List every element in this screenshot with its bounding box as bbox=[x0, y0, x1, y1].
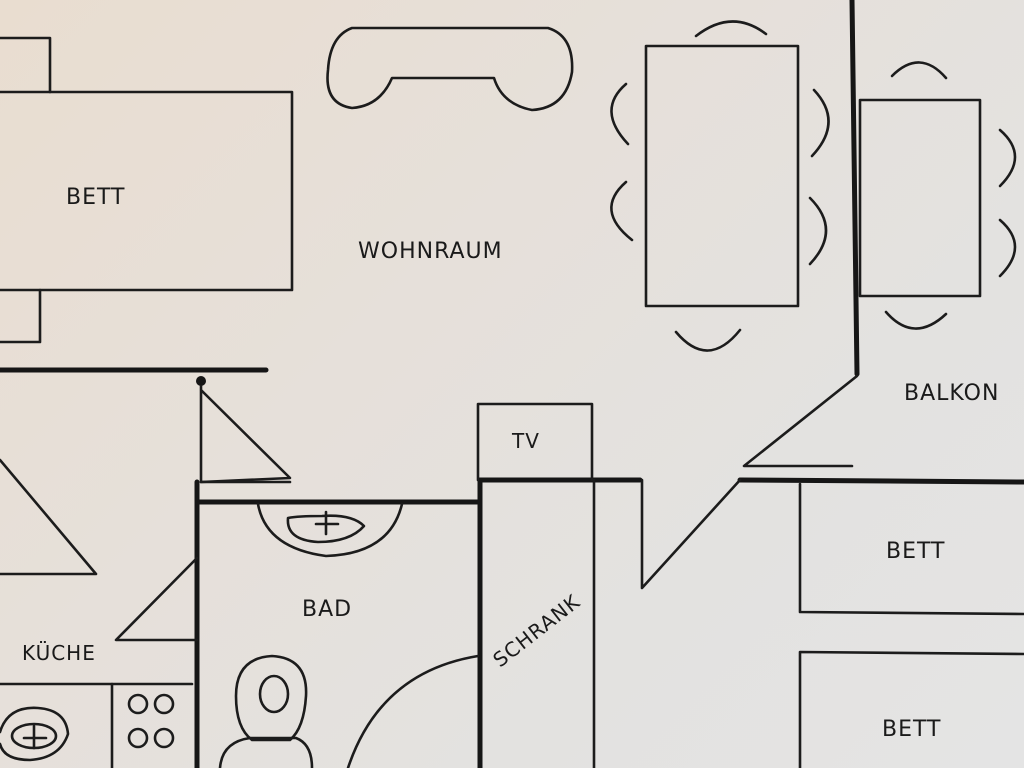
balcony-door-swing bbox=[742, 374, 859, 468]
wall-bedroom-top-right bbox=[737, 477, 1024, 485]
bed-left-headboard-top bbox=[0, 36, 52, 94]
room-labels: BETT WOHNRAUM BALKON TV BAD KÜCHE SCHRAN… bbox=[22, 185, 999, 742]
toilet-tank bbox=[218, 736, 314, 768]
balcony-chair-right-1 bbox=[998, 128, 1017, 188]
chair-bottom bbox=[674, 328, 742, 352]
toilet-seat bbox=[258, 674, 290, 714]
chair-left-2 bbox=[610, 180, 634, 242]
wall-post bbox=[196, 376, 206, 386]
bed-right-top bbox=[798, 482, 1024, 616]
stove-burner-1 bbox=[127, 693, 149, 715]
kitchen-door-swing bbox=[114, 556, 199, 642]
label-balkon: BALKON bbox=[904, 381, 999, 406]
chair-right-2 bbox=[808, 196, 828, 266]
sink-bowl bbox=[286, 514, 366, 544]
bed-left-headboard-bottom bbox=[0, 288, 42, 344]
balcony-table bbox=[858, 61, 1017, 330]
label-tv: TV bbox=[511, 429, 540, 453]
left-door-swing bbox=[0, 458, 98, 576]
balcony-table-top bbox=[858, 98, 982, 298]
bedroom-door-swing bbox=[640, 478, 742, 590]
bed-left-frame bbox=[0, 90, 294, 292]
balcony-chair-bottom bbox=[884, 310, 948, 330]
balcony-chair-top bbox=[890, 61, 948, 80]
bed-left bbox=[0, 36, 294, 344]
chair-left-1 bbox=[610, 82, 630, 146]
stove-burner-3 bbox=[127, 727, 149, 749]
tv-cabinet bbox=[476, 402, 594, 482]
tv-box bbox=[476, 402, 594, 482]
kitchen-sink-outer bbox=[0, 706, 70, 762]
chair-top bbox=[694, 20, 768, 38]
toilet-bowl bbox=[234, 654, 308, 742]
stove-burner-2 bbox=[153, 693, 175, 715]
label-bett-left: BETT bbox=[66, 185, 125, 210]
wall-balcony bbox=[849, 0, 860, 377]
sofa bbox=[326, 26, 574, 112]
toilet bbox=[218, 654, 314, 768]
bath-door-swing bbox=[199, 384, 292, 484]
dining-table bbox=[644, 44, 800, 308]
label-wohnraum: WOHNRAUM bbox=[358, 239, 503, 264]
label-bad: BAD bbox=[302, 597, 352, 622]
dining-table-large bbox=[610, 20, 830, 352]
label-bett-right-bottom: BETT bbox=[882, 717, 941, 742]
label-schrank: SCHRANK bbox=[488, 589, 584, 672]
balcony-chair-right-2 bbox=[998, 218, 1017, 278]
label-kueche: KÜCHE bbox=[22, 641, 96, 665]
bed-right-bottom bbox=[798, 650, 1024, 768]
kitchen-counter bbox=[0, 682, 194, 768]
label-bett-right-top: BETT bbox=[886, 539, 945, 564]
sink-outline bbox=[256, 502, 404, 558]
shower-arc bbox=[346, 654, 480, 768]
stove-burner-4 bbox=[153, 727, 175, 749]
chair-right-1 bbox=[810, 88, 830, 158]
bath-sink bbox=[256, 502, 404, 558]
